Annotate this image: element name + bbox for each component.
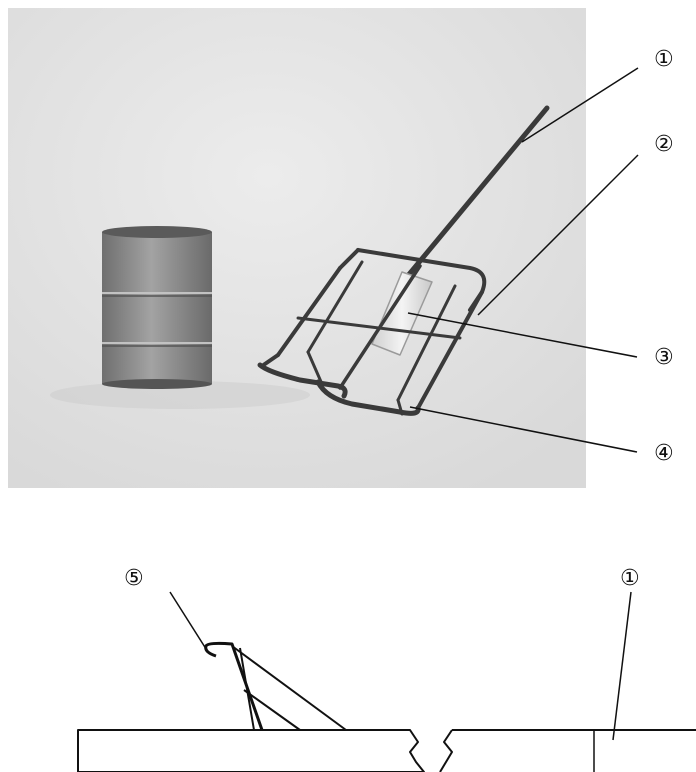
bar-section-right [439,729,696,772]
callouts: ① ② ③ ④ ⑤ ① [124,47,674,591]
leader-line-4 [409,406,638,453]
photo-panel [8,8,586,488]
callout-3: ③ [654,345,674,370]
sleeve [371,271,433,356]
photo-background [8,8,586,488]
callout-1-lower: ① [620,566,640,591]
floor-shadow [50,381,310,409]
handle-shaft [403,105,550,281]
leader-line-5 [169,591,209,653]
leader-line-1-lower [612,591,632,741]
leader-line-2 [477,154,639,316]
callout-4: ④ [654,441,674,466]
skid-right [315,379,421,416]
callout-1: ① [654,47,674,72]
callout-2: ② [654,132,674,157]
leader-line-3 [407,312,638,358]
drum-lifter [257,105,550,416]
leader-lines [169,67,639,741]
hook-lever [204,641,264,731]
drum [102,226,212,389]
leader-line-1 [521,67,639,143]
callout-5: ⑤ [124,566,144,591]
side-view-drawing [77,641,696,772]
bar-section-left [77,729,425,772]
